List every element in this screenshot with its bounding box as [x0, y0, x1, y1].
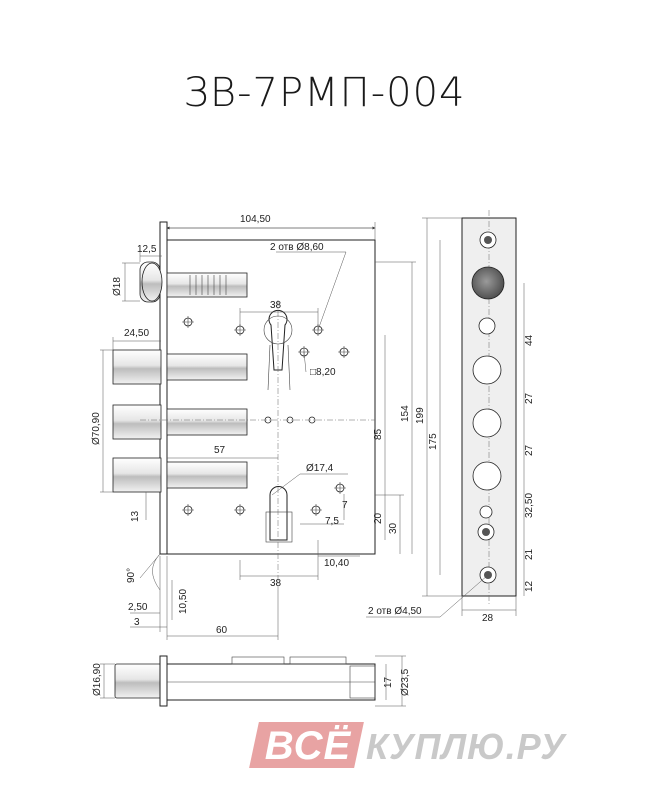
bottom-bolt: [114, 663, 166, 699]
dim-d70-90: Ø70,90: [91, 412, 102, 445]
deadbolt-rod-2: [166, 408, 248, 436]
watermark-rest-text: КУПЛЮ.РУ: [366, 726, 566, 767]
latch-rod: [166, 272, 248, 298]
bottom-boss-2: [289, 656, 347, 665]
dim-d17-4: Ø17,4: [306, 463, 334, 474]
dim-d16-90: Ø16,90: [92, 663, 103, 696]
dim-44: 44: [524, 334, 535, 346]
bolt-opening-2: [472, 408, 502, 438]
dim-sq-8-20: □8,20: [310, 367, 336, 378]
deadbolt-rod-3: [166, 461, 248, 489]
bolt-opening-3: [472, 461, 502, 491]
dim-17: 17: [383, 676, 394, 688]
dim-7: 7: [342, 500, 348, 511]
dim-10-50: 10,50: [178, 589, 189, 614]
lock-body-front-view: [112, 221, 376, 590]
latch-bolt-end: [141, 262, 163, 302]
faceplate-side-view: [461, 210, 517, 604]
dim-38-top: 38: [270, 300, 282, 311]
lock-technical-drawing: 104,50 12,5 Ø18 2 отв Ø8,60 38 □8,20 24,…: [91, 210, 535, 707]
dim-32-50: 32,50: [524, 493, 535, 518]
dim-3: 3: [134, 617, 140, 628]
dim-angle-90: 90°: [126, 568, 137, 583]
watermark-logo: ВСЁ КУПЛЮ.РУ: [249, 722, 614, 772]
bolt-opening-1: [472, 355, 502, 385]
dim-24-50: 24,50: [124, 328, 149, 339]
dim-28: 28: [482, 613, 494, 624]
latch-springs: [189, 275, 227, 295]
dim-2holes-8-60: 2 отв Ø8,60: [270, 242, 324, 253]
dim-20: 20: [373, 512, 384, 524]
dim-154: 154: [400, 405, 411, 422]
deadbolt-2: [112, 404, 162, 440]
dim-10-40: 10,40: [324, 558, 349, 569]
strip-hole-small: [478, 317, 496, 335]
faceplate-edge: [159, 221, 168, 555]
dim-2holes-4-50: 2 отв Ø4,50: [368, 606, 422, 617]
dim-21: 21: [524, 548, 535, 560]
dim-27-a: 27: [524, 392, 535, 404]
deadbolt-rod-1: [166, 353, 248, 381]
bottom-faceplate: [159, 655, 168, 707]
deadbolt-1: [112, 349, 162, 385]
watermark-boxed-text: ВСЁ: [264, 724, 352, 768]
cylinder-box: [265, 511, 293, 543]
dim-12: 12: [524, 580, 535, 592]
dim-175: 175: [428, 433, 439, 450]
dim-13: 13: [130, 510, 141, 522]
dim-d23-5: Ø23,5: [400, 668, 411, 696]
dim-104-50: 104,50: [240, 214, 271, 225]
bottom-end-block: [349, 665, 376, 699]
lock-bottom-view: Ø16,90 17 Ø23,5: [92, 655, 411, 707]
dim-2-50: 2,50: [128, 602, 148, 613]
dim-38-bottom: 38: [270, 578, 282, 589]
dim-7-5: 7,5: [325, 516, 339, 527]
dim-57: 57: [214, 445, 226, 456]
bottom-boss-1: [231, 656, 285, 665]
dim-85: 85: [373, 428, 384, 440]
dim-27-b: 27: [524, 444, 535, 456]
deadbolt-3: [112, 457, 162, 493]
dim-12-5: 12,5: [137, 244, 157, 255]
dim-30: 30: [388, 522, 399, 534]
deadbolts: [112, 349, 248, 493]
drawing-title: ЗВ-7РМП-004: [183, 70, 466, 116]
latch-opening: [471, 266, 505, 300]
dim-d18: Ø18: [112, 277, 123, 296]
front-dimensions: 104,50 12,5 Ø18 2 отв Ø8,60 38 □8,20 24,…: [91, 214, 416, 640]
faceplate-dimensions: 175 199 44 27 27 32,50 21 12 2 отв Ø4,50…: [366, 217, 535, 624]
dim-60: 60: [216, 625, 228, 636]
strip-hole-lower: [479, 505, 493, 519]
dim-199: 199: [415, 407, 426, 424]
